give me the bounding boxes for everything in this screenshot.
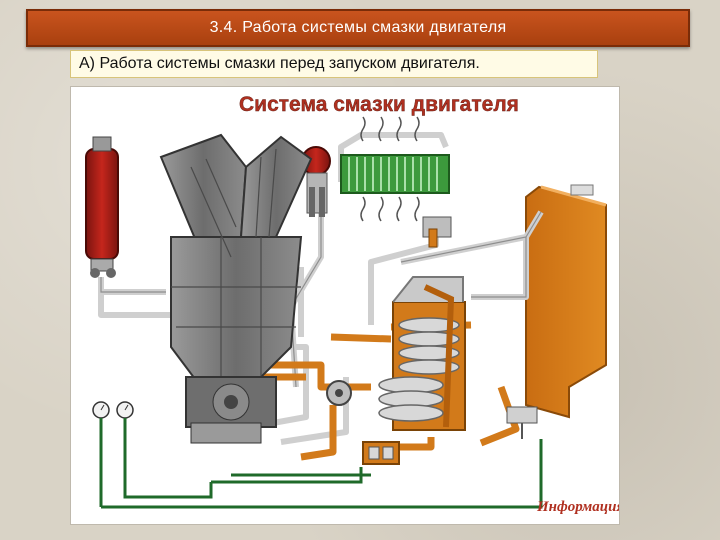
tank-sensor bbox=[506, 406, 538, 439]
diagram-title: Система смазки двигателя bbox=[239, 93, 519, 116]
slide-title: 3.4. Работа системы смазки двигателя bbox=[209, 19, 507, 36]
gauge-wires bbox=[99, 418, 543, 509]
oil-filter-left bbox=[85, 136, 119, 278]
pressure-gauges bbox=[92, 401, 134, 419]
engine-block bbox=[159, 133, 313, 428]
scavenge-pump bbox=[362, 441, 400, 465]
slide-title-bar: 3.4. Работа системы смазки двигателя bbox=[26, 9, 690, 47]
lubrication-diagram: Система смазки двигателя bbox=[70, 86, 620, 525]
thermo-valve bbox=[422, 216, 452, 248]
lubrication-diagram-svg: Система смазки двигателя bbox=[85, 93, 619, 515]
info-label: Информация bbox=[536, 499, 619, 515]
slide-subtitle: А) Работа системы смазки перед запуском … bbox=[70, 50, 598, 78]
oil-pump-coil bbox=[378, 276, 466, 431]
oil-pump-lower bbox=[190, 380, 352, 444]
oil-radiator bbox=[340, 116, 450, 222]
